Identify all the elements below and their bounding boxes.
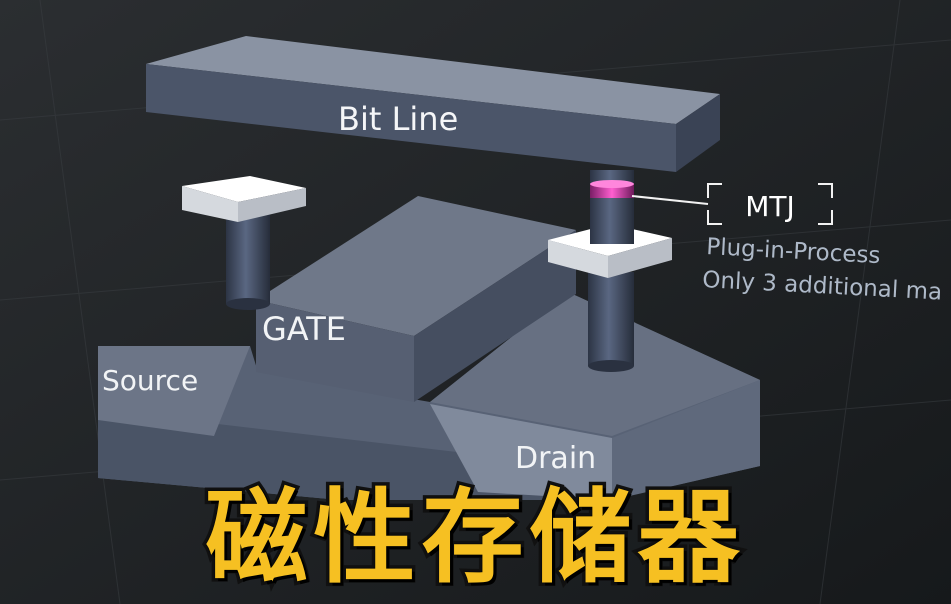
mtj-callout-box	[707, 183, 833, 225]
drain-label: Drain	[515, 441, 596, 476]
drain-region	[430, 404, 612, 500]
mtj-stack	[590, 170, 634, 244]
mtj-callout-line	[631, 195, 709, 205]
gate-block	[256, 196, 576, 402]
caption-title: 磁性存储器	[202, 479, 746, 598]
mtj-label: MTJ	[745, 190, 795, 223]
source-label: Source	[102, 364, 198, 397]
source-region	[98, 346, 250, 436]
source-contact-pad	[182, 176, 306, 222]
gate-label: GATE	[262, 310, 346, 348]
bit-line-block	[146, 36, 720, 172]
drain-contact-pillar	[588, 272, 634, 372]
source-contact-pillar	[226, 212, 270, 310]
drain-side	[612, 380, 760, 500]
bit-line-label: Bit Line	[338, 100, 458, 138]
